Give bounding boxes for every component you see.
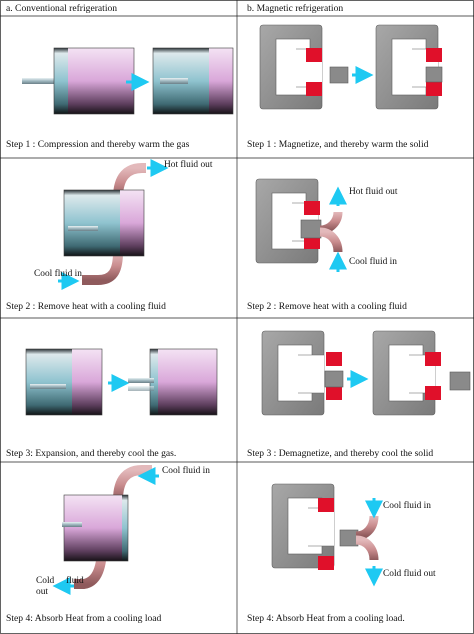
- step3-left-caption: Step 3: Expansion, and thereby cool the …: [6, 448, 176, 459]
- step2-conventional-diagram: [58, 159, 169, 290]
- step4-out-label: out: [36, 587, 48, 597]
- right-cool-fluid-in-label: Cool fluid in: [349, 256, 397, 267]
- step4-right-caption: Step 4: Absorb Heat from a cooling load.: [247, 613, 405, 624]
- step4-conventional-diagram: [52, 465, 159, 595]
- step4-fluid-label: fluid: [66, 575, 84, 586]
- right-column-header: b. Magnetic refrigeration: [247, 3, 343, 14]
- step3-conventional-diagram: [25, 348, 218, 416]
- step4-cool-fluid-in-label: Cool fluid in: [162, 465, 210, 476]
- hot-fluid-out-label: Hot fluid out: [164, 159, 213, 170]
- left-column-header: a. Conventional refrigeration: [6, 3, 117, 14]
- step4-left-caption: Step 4: Absorb Heat from a cooling load: [6, 613, 162, 624]
- step4-right-cool-fluid-in-label: Cool fluid in: [383, 500, 431, 511]
- step1-conventional-diagram: [22, 47, 234, 115]
- step2-left-caption: Step 2 : Remove heat with a cooling flui…: [6, 301, 166, 312]
- right-hot-fluid-out-label: Hot fluid out: [349, 186, 398, 197]
- step1-magnetic-diagram: [259, 24, 443, 110]
- step4-magnetic-diagram: [271, 483, 383, 587]
- step2-right-caption: Step 2 : Remove heat with a cooling flui…: [247, 301, 407, 312]
- cool-fluid-in-label: Cool fluid in: [34, 268, 82, 279]
- step1-right-caption: Step 1 : Magnetize, and thereby warm the…: [247, 139, 429, 150]
- step3-magnetic-diagram: [261, 330, 471, 416]
- step1-left-caption: Step 1 : Compression and thereby warm th…: [6, 139, 190, 150]
- step2-magnetic-diagram: [255, 178, 347, 272]
- step3-right-caption: Step 3 : Demagnetize, and thereby cool t…: [247, 448, 433, 459]
- magnetocaloric-solid: [329, 66, 349, 84]
- step4-cold-label: Cold: [36, 576, 55, 586]
- step4-right-cold-fluid-out-label: Cold fluid out: [383, 568, 436, 579]
